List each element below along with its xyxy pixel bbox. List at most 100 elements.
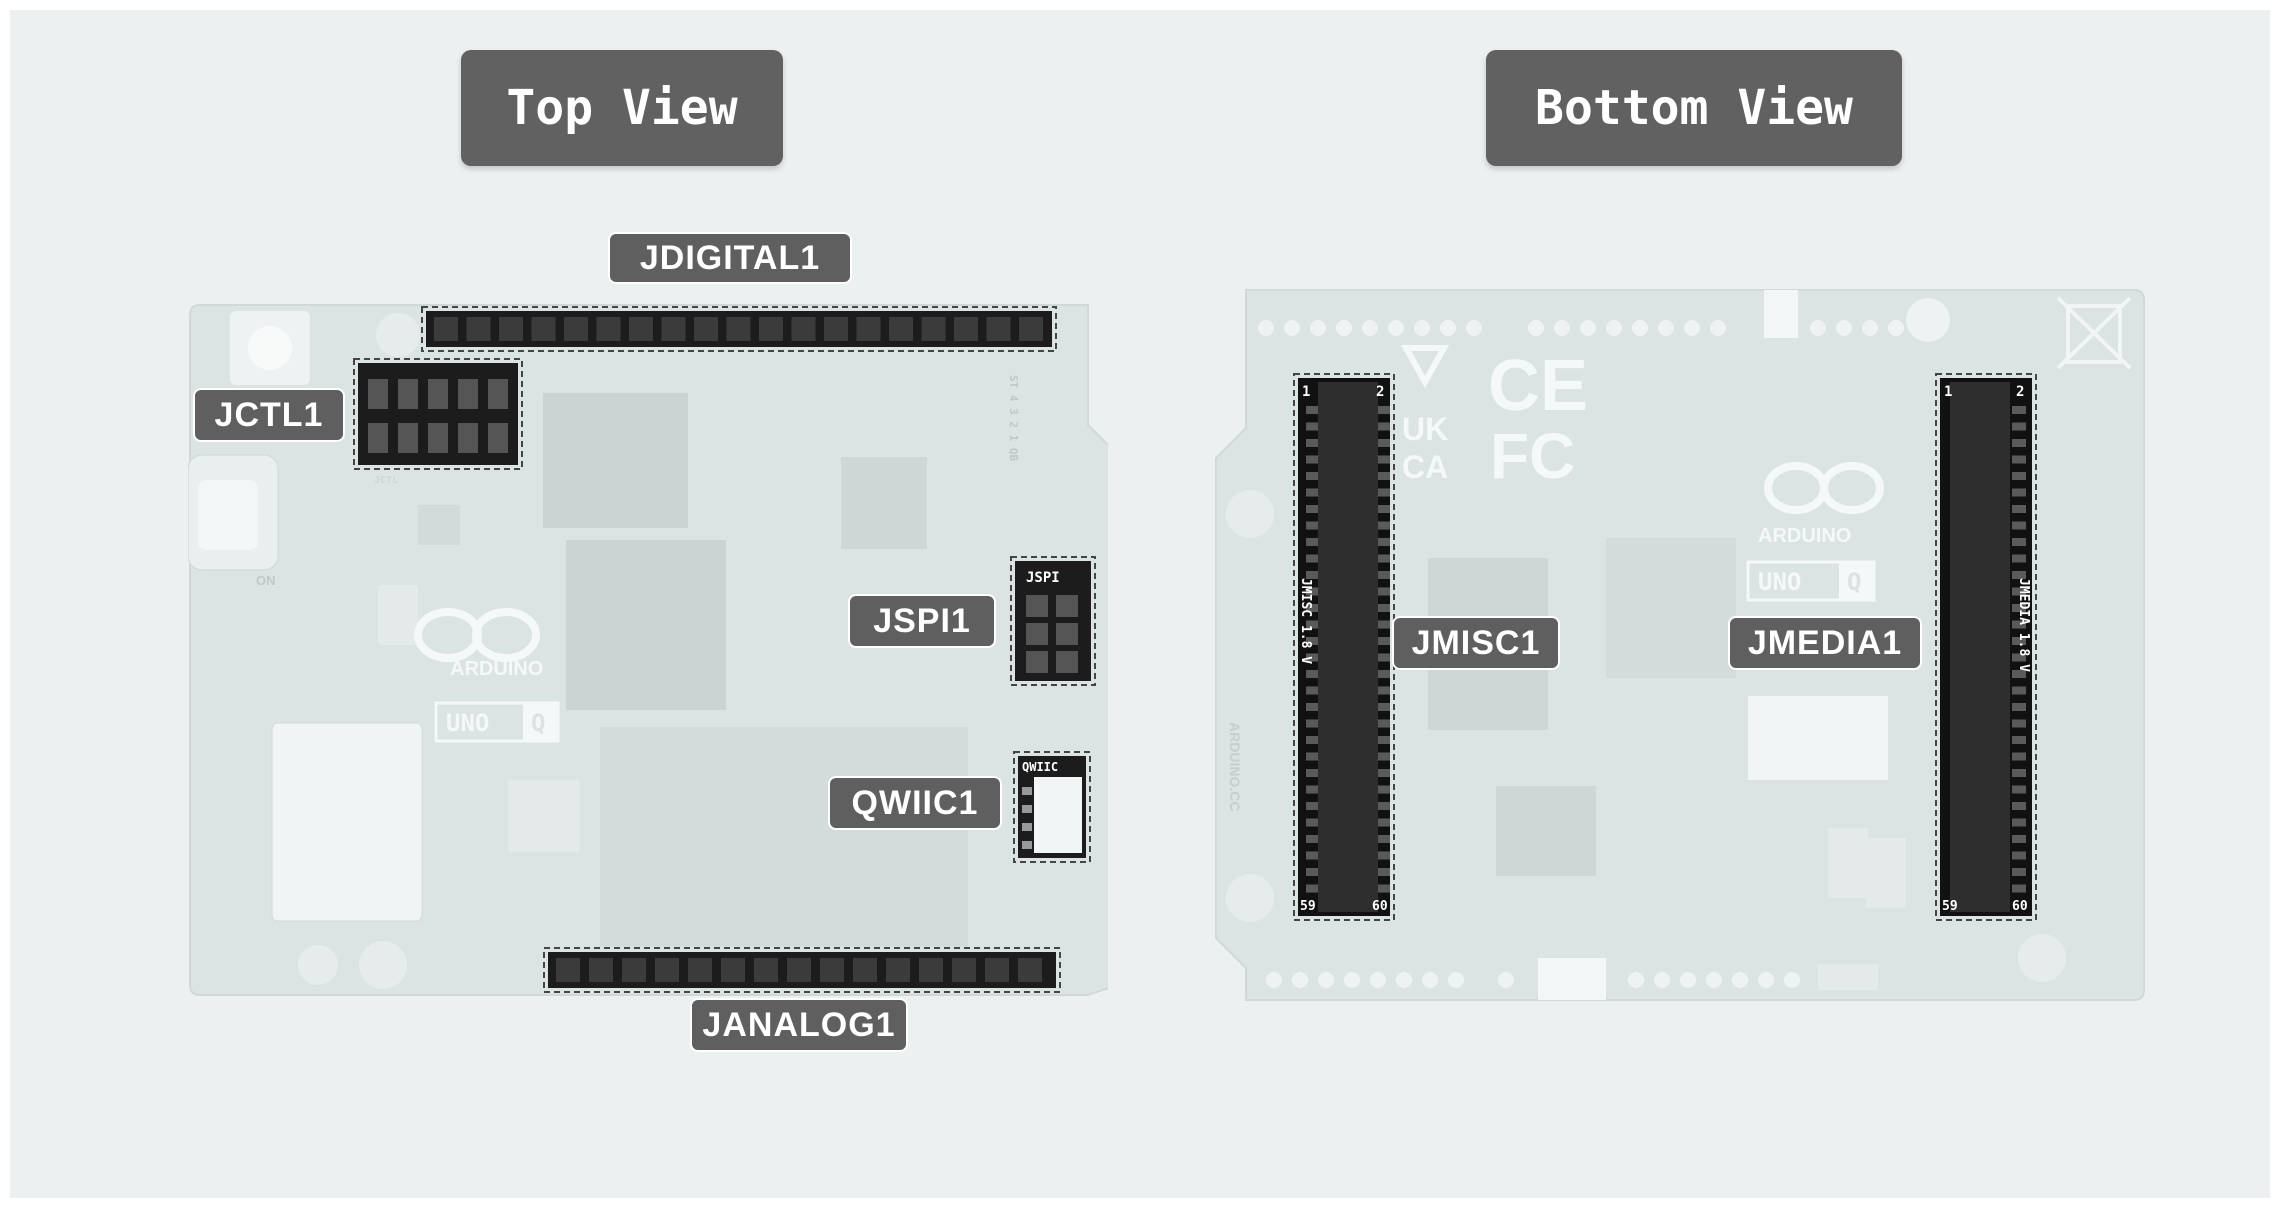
connector-pin <box>1306 455 1318 464</box>
connector-pin <box>2012 868 2026 876</box>
header-pin <box>1056 623 1078 645</box>
header-hole <box>1658 320 1674 336</box>
header-hole <box>1396 972 1412 988</box>
bottom-view-board: UK CA CE FC ARDUINO UNO Q <box>1206 278 2146 1010</box>
silk-jmisc-vertical: JMISC 1.8 V <box>1298 578 1313 664</box>
connector-pin <box>1306 752 1318 761</box>
header-pin <box>398 423 418 453</box>
connector-pin <box>1306 653 1318 662</box>
label-jctl1: JCTL1 <box>193 388 345 442</box>
chip-small <box>841 457 927 549</box>
header-pin <box>1056 595 1078 617</box>
connector-pin <box>1306 835 1318 843</box>
connector-pin <box>2012 736 2026 744</box>
header-hole <box>1370 972 1386 988</box>
jdigital-outline <box>421 306 1057 352</box>
connector-pin <box>1306 604 1318 612</box>
weee-bin-icon <box>2056 296 2132 370</box>
connector-pin <box>1378 769 1390 777</box>
connector-pin <box>1306 587 1318 596</box>
connector-pin <box>2012 406 2026 414</box>
header-hole <box>1336 320 1352 336</box>
header-pin <box>759 317 783 341</box>
qwiic-outline <box>1013 751 1091 863</box>
header-pin <box>458 379 478 409</box>
header-pin <box>954 317 978 341</box>
header-pin <box>919 958 943 982</box>
header-pin <box>434 317 458 341</box>
connector-pin <box>1306 719 1318 728</box>
header-hole <box>1284 320 1300 336</box>
header-pin <box>428 379 448 409</box>
silk-ukca-2: CA <box>1402 449 1448 485</box>
connector-pin <box>1378 521 1390 530</box>
header-hole <box>1362 320 1378 336</box>
connector-pin <box>2012 686 2026 695</box>
header-hole <box>1414 320 1430 336</box>
jmedia-pin-1: 1 <box>1944 384 1952 400</box>
header-pin <box>1026 623 1048 645</box>
silk-q-bottom: Q <box>1847 568 1861 596</box>
header-hole <box>1606 320 1622 336</box>
header-pin <box>488 379 508 409</box>
jmedia-pin-60: 60 <box>2012 899 2028 914</box>
header-pin <box>985 958 1009 982</box>
connector-pin <box>1378 703 1390 711</box>
header-hole <box>1440 320 1456 336</box>
silk-uno-bottom: UNO <box>1758 568 1801 596</box>
header-pin <box>1019 317 1043 341</box>
chip-soc <box>566 540 726 710</box>
connector-pin <box>1378 488 1390 497</box>
label-jmedia1-text: JMEDIA1 <box>1747 623 1903 662</box>
header-hole <box>1528 320 1544 336</box>
connector-pin <box>1378 637 1390 645</box>
connector-pin <box>1306 851 1318 860</box>
header-pin <box>694 317 718 341</box>
top-view-title: Top View <box>461 50 783 166</box>
bottom-grid-pattern <box>1606 538 1736 678</box>
connector-pin <box>1378 686 1390 695</box>
silk-q-top: Q <box>531 709 545 737</box>
connector-pin <box>1378 884 1390 893</box>
header-hole <box>1554 320 1570 336</box>
header-pin <box>853 958 877 982</box>
connector-pin <box>2012 538 2026 546</box>
connector-pin <box>1306 406 1318 414</box>
connector-pin <box>1306 769 1318 777</box>
header-pin <box>458 423 478 453</box>
jmisc-pin-59: 59 <box>1300 899 1316 914</box>
jmisc-pin-2: 2 <box>1376 384 1384 400</box>
header-hole <box>1388 320 1404 336</box>
jctl-outline <box>353 358 523 470</box>
bottom-board-graphic: UK CA CE FC ARDUINO UNO Q <box>1215 289 2145 1001</box>
connector-pin <box>1378 785 1390 794</box>
connector-pin <box>2012 472 2026 480</box>
header-pin <box>986 317 1011 341</box>
label-jctl1-text: JCTL1 <box>214 395 324 434</box>
header-hole <box>1292 972 1308 988</box>
header-hole <box>1654 972 1670 988</box>
header-pin <box>428 423 448 453</box>
connector-pin <box>1306 637 1318 645</box>
label-jspi1: JSPI1 <box>848 594 996 648</box>
connector-pin <box>1306 703 1318 711</box>
silk-jmedia-vertical: JMEDIA 1.8 V <box>2016 578 2031 672</box>
header-hole <box>1732 972 1748 988</box>
header-pin <box>820 958 844 982</box>
connector-pin <box>1378 587 1390 596</box>
connector-pin <box>2012 835 2026 843</box>
connector-pin <box>1306 571 1318 579</box>
silk-qwiic: QWIIC <box>1022 760 1058 774</box>
header-hole <box>1810 320 1826 336</box>
header-hole <box>1466 320 1482 336</box>
connector-pin <box>1378 868 1390 876</box>
header-pin <box>1056 651 1078 673</box>
header-pin <box>688 958 712 982</box>
header-pin <box>466 317 491 341</box>
header-pin <box>368 379 388 409</box>
label-jspi1-text: JSPI1 <box>873 601 971 640</box>
connector-pin <box>1378 670 1390 678</box>
header-pin <box>791 317 816 341</box>
connector-pin <box>1306 670 1318 678</box>
connector-pin <box>2012 488 2026 497</box>
